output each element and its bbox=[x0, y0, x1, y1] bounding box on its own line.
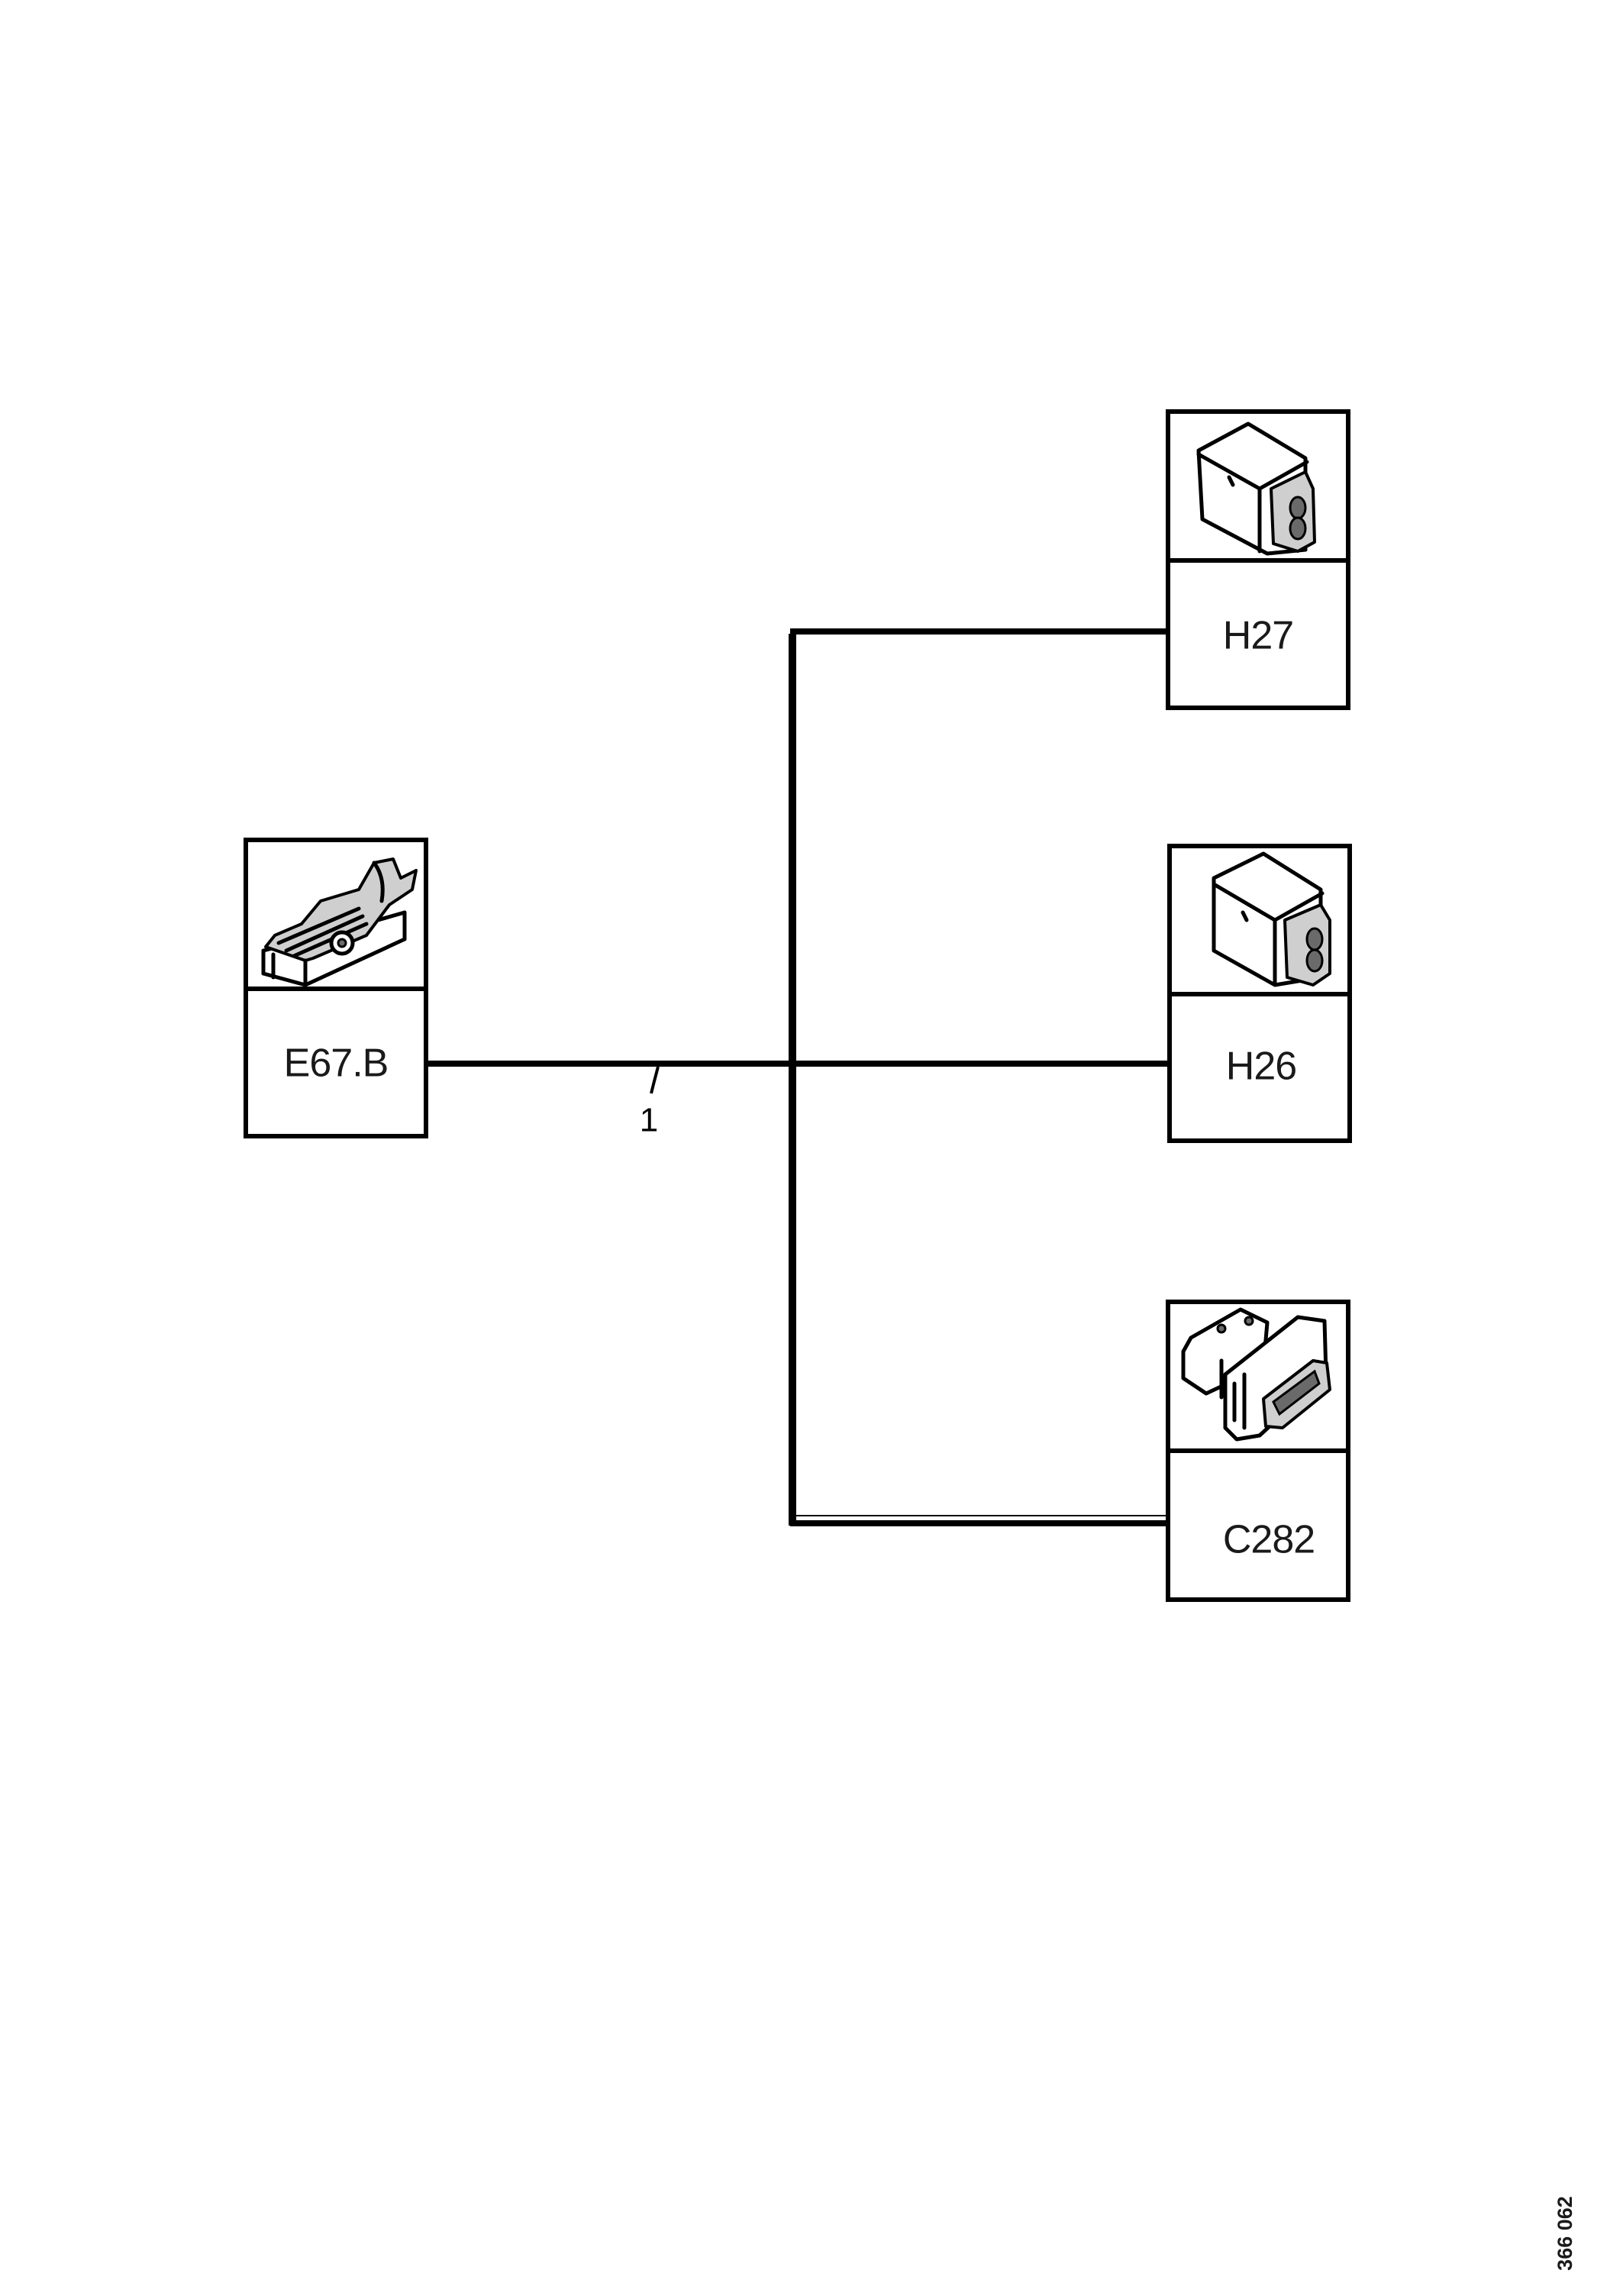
connector-label: H27 bbox=[1223, 614, 1293, 658]
connector-label: C282 bbox=[1223, 1518, 1315, 1562]
wire-label: 1 bbox=[640, 1102, 658, 1139]
connector-e67b[interactable]: E67.B bbox=[244, 838, 428, 1138]
connector-label: H26 bbox=[1226, 1045, 1296, 1089]
two-pin-connector-icon bbox=[1196, 421, 1316, 556]
wire-harness: 1 bbox=[423, 628, 1171, 1526]
multi-pin-harness-connector-icon bbox=[261, 857, 418, 987]
connector-c282[interactable]: C282 bbox=[1166, 1300, 1350, 1602]
wire-label-leader bbox=[650, 1066, 660, 1094]
two-pin-connector-icon bbox=[1212, 851, 1331, 987]
multi-pin-sealed-connector-icon bbox=[1181, 1307, 1331, 1442]
connector-h26[interactable]: H26 bbox=[1167, 844, 1352, 1143]
drawing-reference-number: 366 062 bbox=[1554, 2196, 1576, 2271]
connector-label: E67.B bbox=[284, 1041, 389, 1086]
connector-h27[interactable]: H27 bbox=[1166, 409, 1350, 710]
